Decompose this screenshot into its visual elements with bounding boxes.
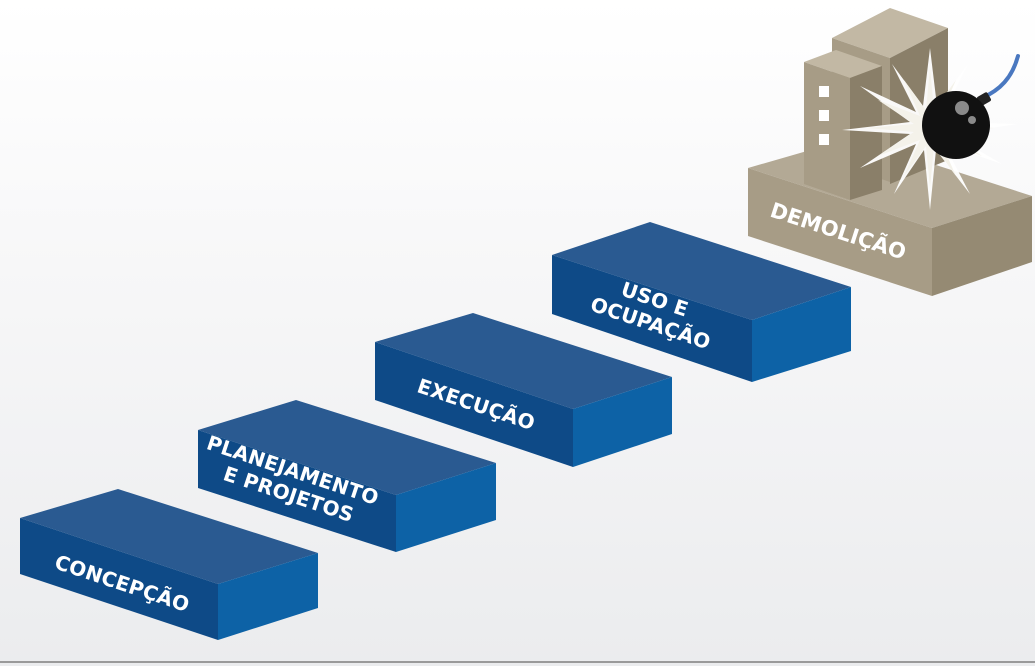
block-top-face [552,222,851,320]
block-front-face [552,255,752,382]
tower-front-side [850,66,882,200]
demolition-building: DEMOLIÇÃO [748,8,1032,296]
stage-block-concepcao: CONCEPÇÃO [20,489,318,640]
building-window [819,86,829,97]
base-side-face [932,196,1032,296]
block-top-face [198,400,496,495]
block-side-face [396,463,496,552]
block-front-face [20,518,218,640]
tower-front-top [804,50,882,78]
block-top-face [20,489,318,584]
block-front-face [375,342,573,467]
block-side-face [218,553,318,640]
tower-front-face [804,62,850,200]
tower-back-top [832,8,948,58]
building-window [819,134,829,145]
block-front-face [198,430,396,552]
base-front-face [748,168,932,296]
block-side-face [752,287,851,382]
bomb-icon [922,54,1020,159]
building-window [819,110,829,121]
block-top-face [375,313,672,409]
baseline-divider [0,661,1035,663]
stage-block-execucao: EXECUÇÃO [375,313,672,467]
block-side-face [573,377,672,467]
stage-block-uso: USO E OCUPAÇÃO [552,222,851,382]
